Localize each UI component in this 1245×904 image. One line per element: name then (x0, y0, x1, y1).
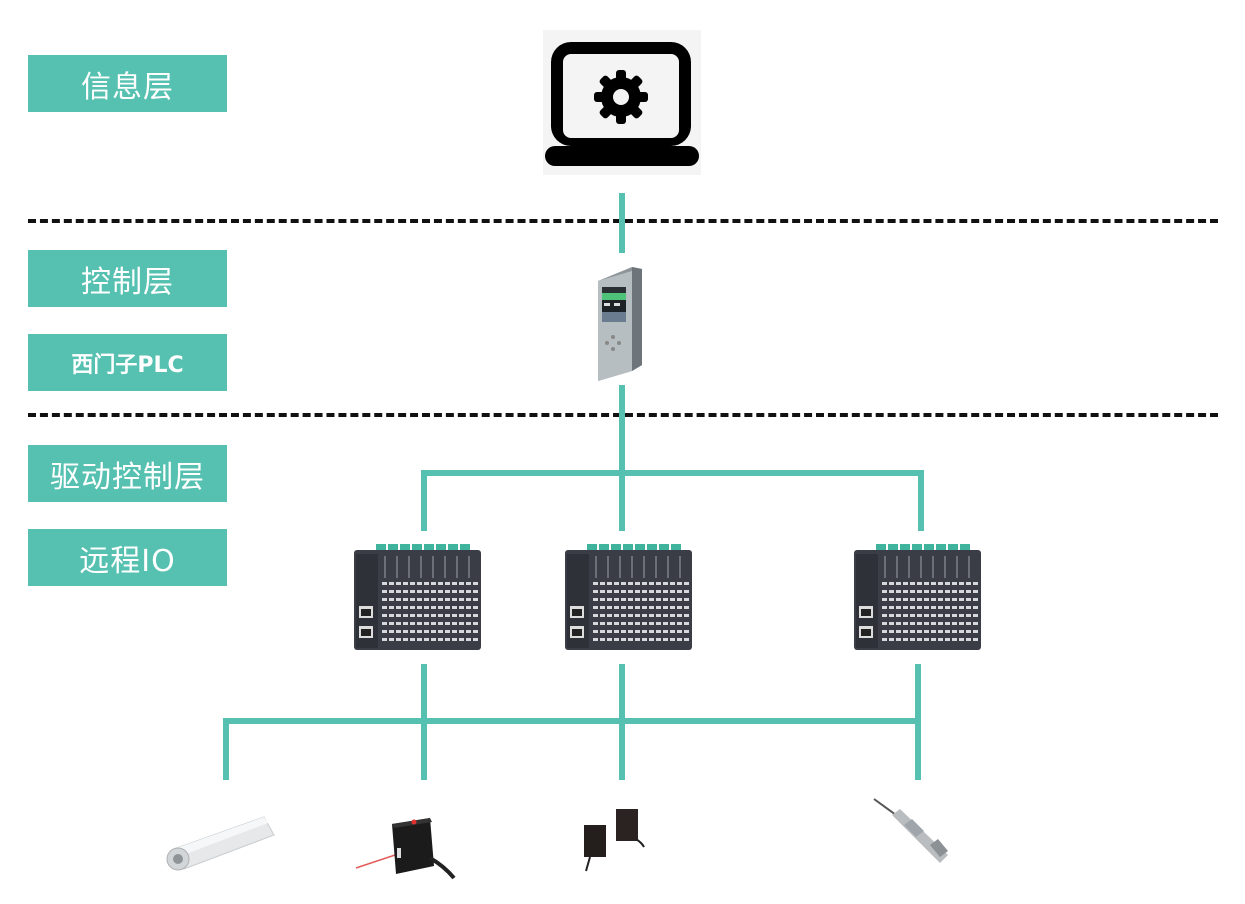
photoelectric-sensor-pair-icon (584, 809, 645, 872)
laptop-gear-icon (545, 42, 699, 166)
terminal-block (936, 544, 946, 552)
field-device-laser-sensor (352, 810, 462, 890)
terminal-block (611, 544, 621, 552)
electric-cylinder-icon (166, 816, 275, 871)
layer-label-text: 远程IO (79, 543, 176, 579)
wire-plc-trunk (619, 385, 625, 531)
siemens-plc-icon (598, 267, 642, 381)
layer-label-text: 信息层 (81, 69, 174, 105)
terminal-block (400, 544, 410, 552)
wire-field-bus (223, 718, 921, 724)
layer-label-text: 西门子PLC (71, 352, 184, 378)
terminal-block (587, 544, 597, 552)
wire-computer-plc (619, 193, 625, 253)
terminal-block (960, 544, 970, 552)
remote-io-module-2 (563, 542, 694, 652)
remote-io-module-icon (854, 544, 981, 650)
terminal-block (635, 544, 645, 552)
terminal-block (876, 544, 886, 552)
terminal-block (948, 544, 958, 552)
plc-node (592, 265, 644, 383)
terminal-block (659, 544, 669, 552)
wire-bus-io-3 (918, 470, 924, 531)
layer-label-text: 控制层 (81, 264, 174, 300)
field-device-cylinder (160, 805, 280, 880)
layer-label-drive: 驱动控制层 (28, 445, 227, 502)
module-side-panel (856, 554, 878, 648)
terminal-block (888, 544, 898, 552)
layer-label-plc: 西门子PLC (28, 334, 227, 391)
laser-photoelectric-sensor-icon (355, 818, 456, 880)
terminal-block (647, 544, 657, 552)
computer-node (543, 30, 701, 175)
terminal-block (924, 544, 934, 552)
remote-io-module-icon (354, 544, 481, 650)
wire-io-bus (421, 470, 924, 476)
terminal-block (599, 544, 609, 552)
layer-label-remote-io: 远程IO (28, 529, 227, 586)
terminal-block (388, 544, 398, 552)
terminal-block (412, 544, 422, 552)
terminal-block (448, 544, 458, 552)
terminal-block (912, 544, 922, 552)
terminal-block (424, 544, 434, 552)
wire-bus-io-1 (421, 470, 427, 531)
wire-field-device-1 (223, 718, 229, 780)
pressure-transmitter-icon (873, 798, 948, 863)
field-device-pressure-transmitter (870, 795, 955, 870)
terminal-block (900, 544, 910, 552)
terminal-block (436, 544, 446, 552)
terminal-block (671, 544, 681, 552)
remote-io-module-3 (852, 542, 983, 652)
module-side-panel (356, 554, 378, 648)
terminal-block (460, 544, 470, 552)
terminal-block (376, 544, 386, 552)
field-device-sensor-pair (578, 805, 648, 875)
remote-io-module-icon (565, 544, 692, 650)
layer-label-text: 驱动控制层 (50, 459, 205, 495)
module-side-panel (567, 554, 589, 648)
terminal-block (623, 544, 633, 552)
layer-label-control: 控制层 (28, 250, 227, 307)
layer-label-info: 信息层 (28, 55, 227, 112)
remote-io-module-1 (352, 542, 483, 652)
